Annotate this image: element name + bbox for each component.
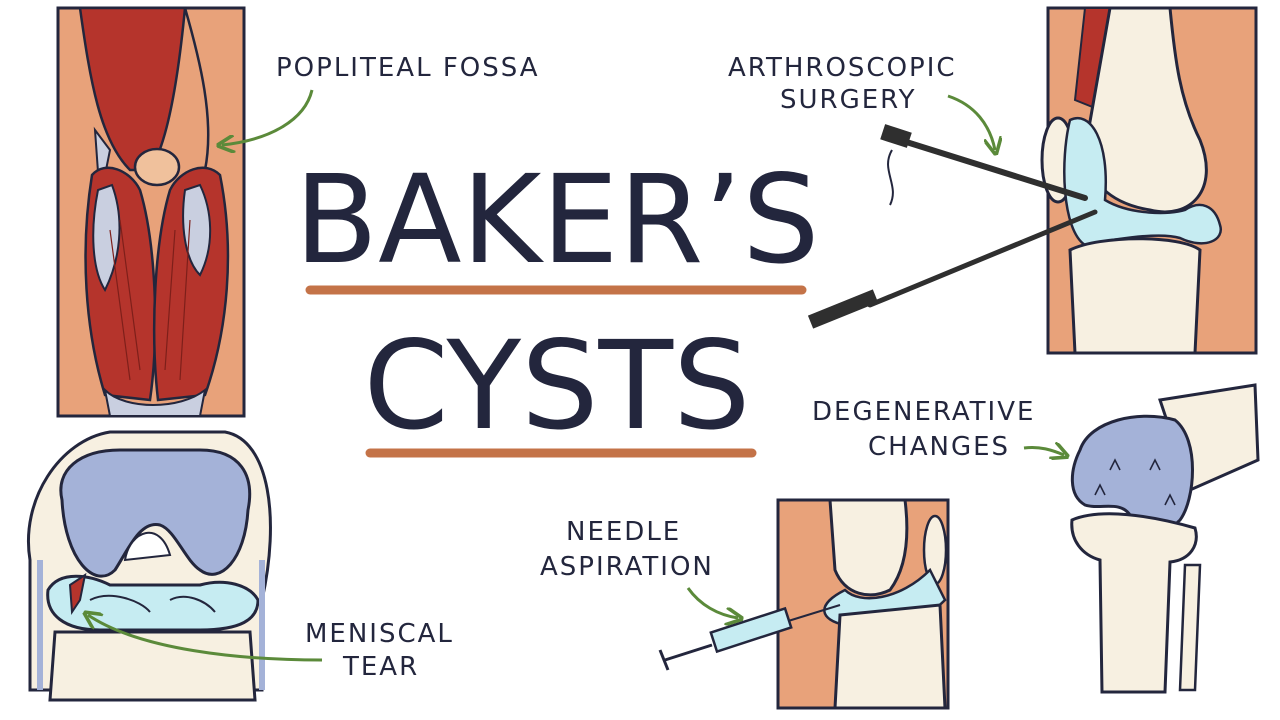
label-degenerative-line2: CHANGES [868,432,1010,462]
label-degenerative-line1: DEGENERATIVE [812,397,1035,427]
curved-arrow-icon [1023,447,1064,455]
label-meniscal-line2: TEAR [342,652,419,682]
degenerative-knee-illustration [1070,383,1260,694]
label-needle-line2: ASPIRATION [540,552,714,582]
label-arthroscopic-line1: ARTHROSCOPIC [728,53,957,83]
needle-aspiration-illustration [658,498,950,710]
curved-arrow-icon [88,615,323,662]
curved-arrow-icon [947,94,995,150]
curved-arrow-icon [686,587,738,618]
label-arthroscopic-line2: SURGERY [780,85,916,115]
title-line-1: BAKER’S [294,149,819,291]
curved-arrow-icon [222,89,314,145]
label-meniscal-line1: MENISCAL [305,619,454,649]
popliteal-fossa-illustration [56,6,246,418]
arthroscopic-knee-illustration [807,6,1258,355]
meniscal-tear-illustration [27,430,272,702]
label-popliteal-fossa: POPLITEAL FOSSA [276,53,540,83]
title-line-2: CYSTS [364,315,751,457]
label-needle-line1: NEEDLE [566,517,681,547]
